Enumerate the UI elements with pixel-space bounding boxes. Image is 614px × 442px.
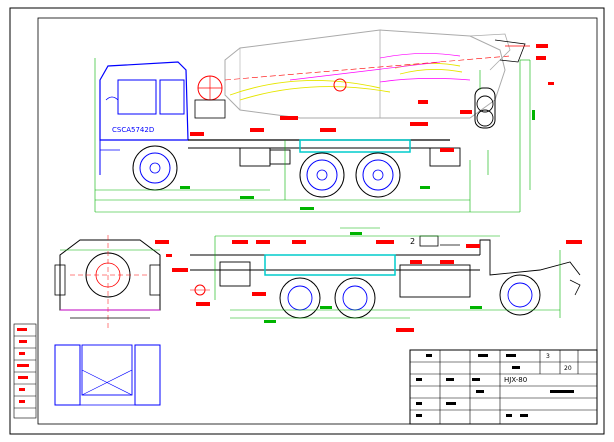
model-number: HJX-80 bbox=[504, 376, 527, 384]
mid-wheel bbox=[299, 152, 345, 198]
side-callouts bbox=[190, 44, 554, 152]
revision-block bbox=[13, 323, 37, 419]
title-block: HJX-80 20 3 bbox=[409, 349, 598, 425]
part-mark-label: 2 bbox=[410, 237, 415, 246]
plan-view: 2 bbox=[190, 227, 582, 332]
cab-plate-text: CSCA5742D bbox=[112, 126, 154, 134]
sheet-border bbox=[9, 7, 605, 435]
chassis-frame bbox=[188, 75, 461, 167]
mixer-drum bbox=[224, 29, 530, 119]
sheet-count: 20 bbox=[564, 365, 572, 372]
side-dimension-ticks bbox=[180, 110, 535, 210]
drawing-frame bbox=[37, 17, 598, 425]
side-dimensions bbox=[94, 58, 531, 213]
side-view: CSCA5742D bbox=[94, 29, 554, 213]
rear-chute bbox=[474, 70, 496, 129]
front-wheel bbox=[132, 145, 178, 191]
rear-wheel bbox=[355, 152, 401, 198]
front-view bbox=[54, 235, 188, 406]
sheet-number: 3 bbox=[546, 353, 550, 360]
